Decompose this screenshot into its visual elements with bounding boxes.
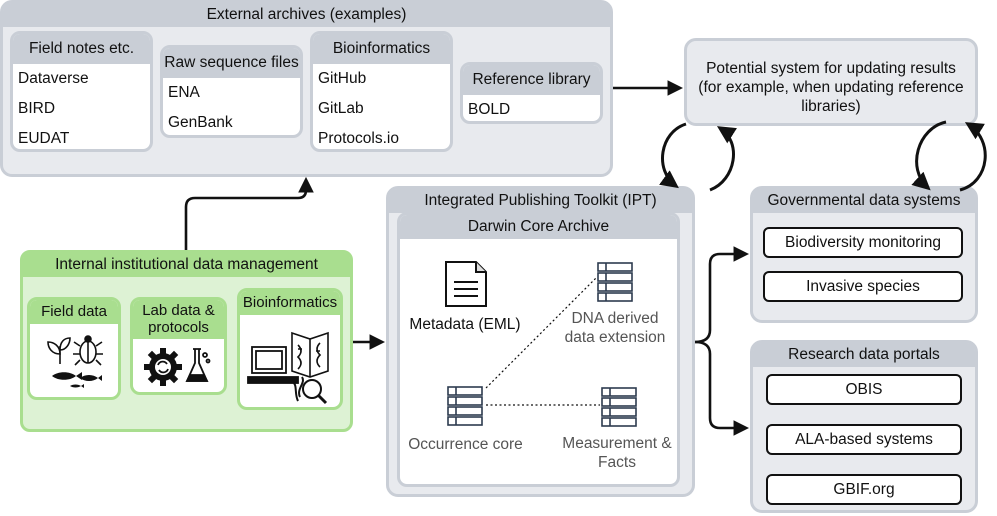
archive-card-reference-library: Reference library BOLD (460, 62, 603, 124)
computer-icon (247, 346, 299, 384)
table-icon-dna (597, 262, 633, 302)
field-data-title: Field data (30, 300, 118, 324)
potential-system-text: Potential system for updating results (f… (698, 60, 964, 115)
dna-extension-label: DNA derived data extension (564, 310, 666, 346)
bioinformatics-icons (247, 331, 329, 405)
arrow-ipt-branch-lower (694, 340, 750, 436)
lab-data-card: Lab data & protocols (130, 297, 227, 395)
archive-card-title: Field notes etc. (13, 34, 150, 64)
archive-item-protocols: Protocols.io (318, 130, 399, 147)
biodiversity-monitoring-pill: Biodiversity monitoring (763, 227, 963, 258)
occurrence-core-label: Occurrence core (408, 436, 523, 453)
invasive-species-pill: Invasive species (763, 271, 963, 302)
flask-icon (185, 348, 211, 382)
archive-card-title: Raw sequence files (163, 48, 300, 78)
measurement-label: Measurement & Facts (562, 435, 672, 471)
bioinformatics-card: Bioinformatics (237, 288, 343, 410)
dwca-title: Darwin Core Archive (400, 215, 677, 239)
archive-item-dataverse: Dataverse (18, 70, 89, 87)
archive-item-bold: BOLD (468, 101, 511, 118)
archive-item-eudat: EUDAT (18, 130, 70, 147)
arrow-ipt-branch (694, 246, 750, 344)
field-data-icons (47, 335, 103, 388)
dwca-box: Darwin Core Archive (397, 212, 680, 487)
research-portals-title: Research data portals (753, 343, 975, 367)
field-data-card: Field data (27, 297, 121, 400)
obis-pill: OBIS (766, 374, 962, 405)
beetle-icon (73, 335, 103, 366)
gbif-pill: GBIF.org (766, 474, 962, 505)
archive-card-raw-sequence: Raw sequence files ENA GenBank (160, 45, 303, 138)
table-icon-measurement (601, 387, 637, 427)
archive-card-field-notes: Field notes etc. Dataverse BIRD EUDAT (10, 31, 153, 152)
archive-item-genbank: GenBank (168, 114, 233, 131)
document-icon (445, 261, 487, 307)
lab-icons (144, 348, 211, 386)
archive-card-bioinformatics: Bioinformatics GitHub GitLab Protocols.i… (310, 31, 453, 152)
metadata-label: Metadata (EML) (409, 316, 521, 333)
archive-item-github: GitHub (318, 70, 367, 87)
external-archives-title: External archives (examples) (3, 3, 610, 27)
archive-item-gitlab: GitLab (318, 100, 364, 117)
magnifier-dna-icon (291, 376, 328, 405)
archive-item-ena: ENA (168, 84, 200, 101)
ala-systems-pill: ALA-based systems (766, 424, 962, 455)
fish-icon (52, 372, 102, 388)
table-icon-occurrence (447, 386, 483, 426)
potential-system-box: Potential system for updating results (f… (684, 38, 978, 126)
archive-item-bird: BIRD (18, 100, 56, 117)
dna-book-icon (291, 331, 329, 378)
bioinformatics-title: Bioinformatics (240, 291, 340, 315)
governmental-title: Governmental data systems (753, 189, 975, 213)
internal-data-title: Internal institutional data management (23, 253, 350, 277)
plant-icon (47, 337, 71, 364)
ipt-title: Integrated Publishing Toolkit (IPT) (389, 189, 692, 213)
gear-refresh-icon (144, 348, 182, 386)
lab-data-title: Lab data & protocols (133, 300, 224, 339)
archive-card-title: Reference library (463, 65, 600, 95)
arrow-internal-to-archives (184, 176, 314, 250)
dotted-link-occurrence-dna (485, 277, 597, 389)
archive-card-title: Bioinformatics (313, 34, 450, 64)
refresh-cycle-icon-left (659, 122, 737, 192)
refresh-cycle-icon-right (911, 120, 987, 192)
